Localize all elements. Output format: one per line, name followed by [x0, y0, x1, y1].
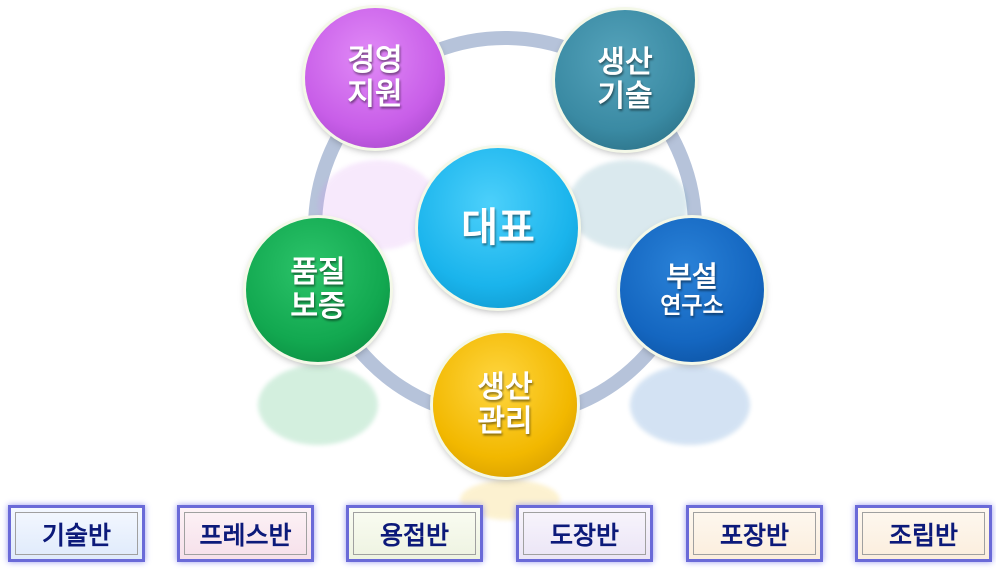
reflection — [630, 365, 750, 445]
dept-label: 보증 — [290, 289, 346, 324]
dept-label: 경영 — [347, 42, 403, 78]
team-label: 도장반 — [549, 520, 619, 550]
team-label: 용접반 — [379, 520, 449, 550]
dept-label: 연구소 — [660, 292, 724, 319]
team-label: 조립반 — [888, 520, 958, 550]
team-tech[interactable]: 기술반 — [8, 505, 145, 562]
dept-label: 기술 — [597, 79, 653, 114]
dept-label: 생산 — [477, 369, 533, 405]
team-press[interactable]: 프레스반 — [177, 505, 314, 562]
ceo-label: 대표 — [461, 205, 535, 251]
ceo-node[interactable]: 대표 — [418, 148, 578, 308]
dept-label: 부설 — [666, 259, 718, 293]
dept-label: 품질 — [290, 254, 346, 290]
team-packaging[interactable]: 포장반 — [686, 505, 823, 562]
dept-management-support[interactable]: 경영 지원 — [305, 8, 445, 148]
dept-quality-assurance[interactable]: 품질 보증 — [246, 218, 390, 362]
team-welding[interactable]: 용접반 — [346, 505, 483, 562]
dept-label: 지원 — [347, 77, 403, 112]
team-label: 프레스반 — [199, 520, 292, 550]
team-painting[interactable]: 도장반 — [516, 505, 653, 562]
dept-production-management[interactable]: 생산 관리 — [433, 333, 577, 477]
team-label: 기술반 — [41, 520, 111, 550]
reflection — [258, 365, 378, 445]
dept-research-lab[interactable]: 부설 연구소 — [620, 218, 764, 362]
dept-label: 관리 — [477, 404, 533, 439]
team-assembly[interactable]: 조립반 — [855, 505, 992, 562]
team-label: 포장반 — [719, 520, 789, 550]
dept-production-tech[interactable]: 생산 기술 — [555, 10, 695, 150]
dept-label: 생산 — [597, 44, 653, 80]
